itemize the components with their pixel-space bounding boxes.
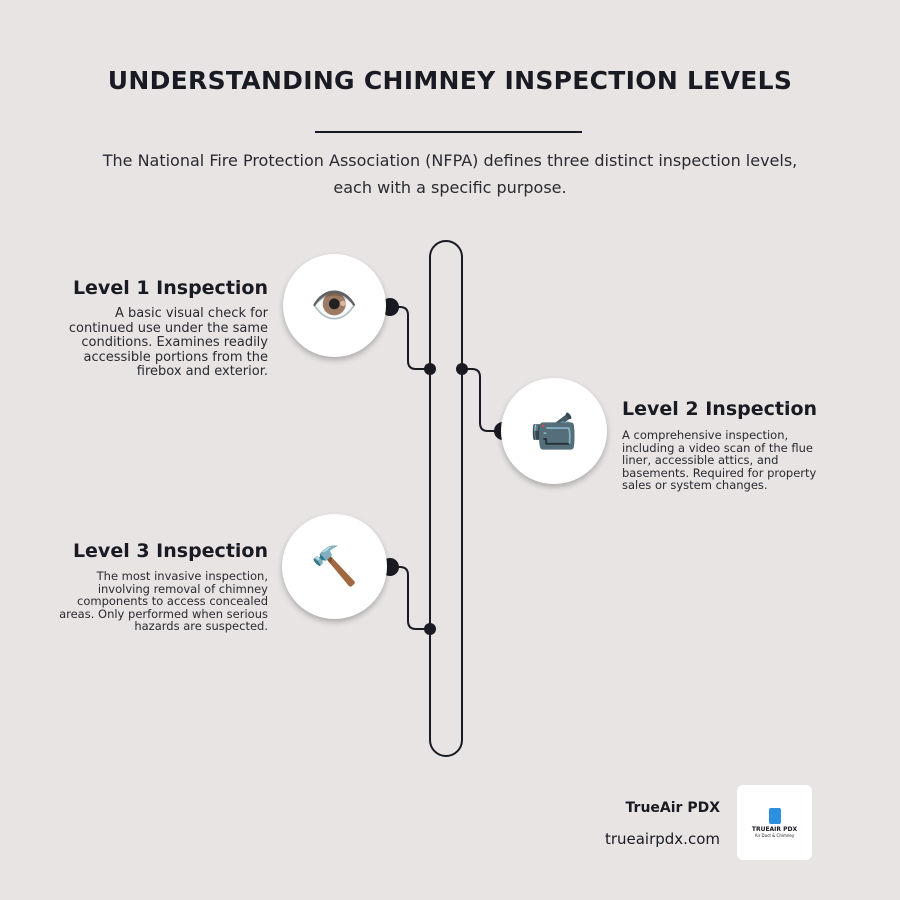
level-1-title: Level 1 Inspection: [72, 277, 268, 299]
eye-icon: 👁️: [283, 254, 386, 357]
logo-text: TRUEAIR PDX: [751, 825, 798, 833]
connector-level-1: [390, 306, 430, 370]
page-title: UNDERSTANDING CHIMNEY INSPECTION LEVELS: [107, 66, 793, 95]
level-3-title: Level 3 Inspection: [72, 540, 268, 562]
level-1-description: A basic visual check for continued use u…: [68, 306, 268, 379]
node-level-1-small: [424, 363, 436, 375]
node-level-3-small: [424, 623, 436, 635]
timeline-capsule: [429, 240, 463, 757]
connector-level-3: [390, 566, 430, 630]
brand-name: TrueAir PDX: [625, 800, 720, 816]
logo-tagline: Air Duct & Chimney: [754, 832, 795, 838]
level-2-title: Level 2 Inspection: [622, 398, 818, 420]
level-3-description: The most invasive inspection, involving …: [59, 569, 268, 633]
video-camera-icon: 📹: [501, 378, 607, 484]
hammer-icon: 🔨: [282, 514, 387, 619]
connector-level-2: [462, 368, 503, 432]
title-divider: [315, 131, 582, 133]
page-subtitle: The National Fire Protection Association…: [102, 151, 798, 197]
brand-logo: TRUEAIR PDX Air Duct & Chimney: [737, 785, 812, 860]
node-level-2-small: [456, 363, 468, 375]
website-link[interactable]: trueairpdx.com: [604, 830, 720, 848]
chimney-logo-icon: [768, 807, 781, 824]
level-2-description: A comprehensive inspection, including a …: [622, 428, 817, 492]
